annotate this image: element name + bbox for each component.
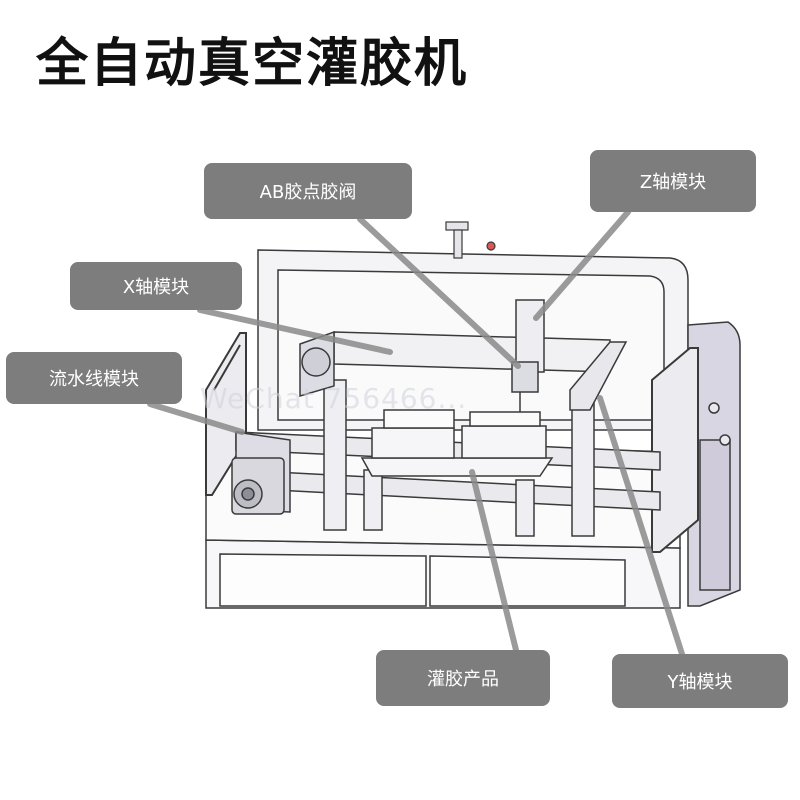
right-guard bbox=[651, 347, 699, 553]
leader-lines bbox=[147, 209, 685, 657]
callout-z-axis-module: Z轴模块 bbox=[590, 150, 756, 212]
callout-conveyor-module: 流水线模块 bbox=[6, 352, 182, 404]
callout-potting-product: 灌胶产品 bbox=[376, 650, 550, 706]
top-sensor bbox=[445, 221, 496, 259]
y-columns bbox=[323, 379, 595, 537]
watermark: WeChat 756466... bbox=[200, 382, 468, 415]
y-rail bbox=[569, 341, 628, 411]
conveyor-motor bbox=[231, 457, 285, 515]
callout-x-axis-module: X轴模块 bbox=[70, 262, 242, 310]
callout-ab-glue-valve: AB胶点胶阀 bbox=[204, 163, 412, 219]
page-title: 全自动真空灌胶机 bbox=[36, 34, 469, 94]
callout-y-axis-module: Y轴模块 bbox=[612, 654, 788, 708]
product-tray bbox=[360, 409, 554, 477]
side-cabinet bbox=[687, 321, 741, 607]
